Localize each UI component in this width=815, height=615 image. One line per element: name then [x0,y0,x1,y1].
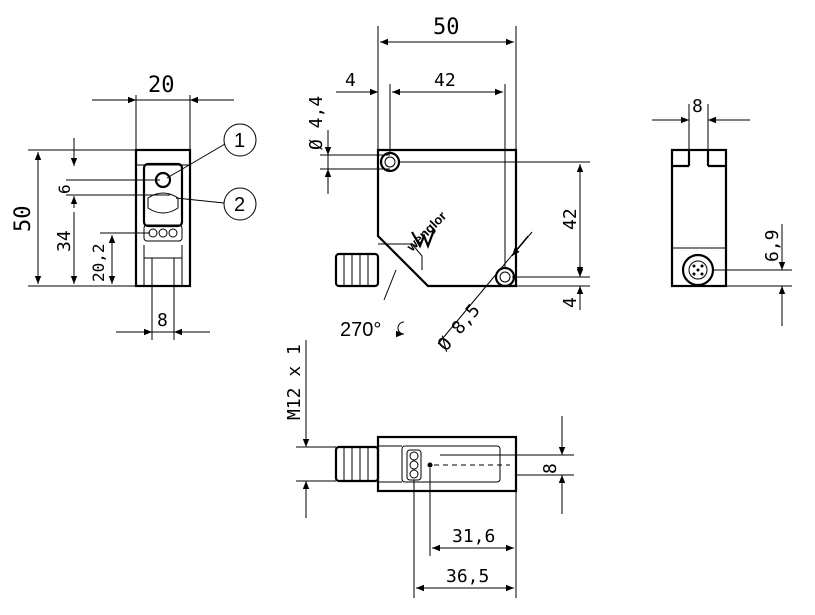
side-view: wenglor [334,148,518,288]
front-body [134,148,192,288]
dim-bottom-offset-2: 36,5 [446,566,489,587]
dim-front-led-offset: 34 [54,230,75,252]
brand-logo: wenglor [403,208,450,255]
rotation-label: 270° [340,319,381,341]
bottom-dim-right: 8 [440,416,574,514]
callout-2-label: 2 [234,194,245,216]
side-dim-hole-dia: Ø 4,4 [306,96,390,194]
dim-bottom-thread: M12 x 1 [284,344,305,420]
callout-2 [223,187,257,221]
mount-hole-top [379,151,401,173]
dim-back-height: 6,9 [762,229,783,262]
callouts: 1 2 [166,123,257,221]
dim-front-height: 50 [11,206,36,233]
bottom-dim-below: 31,6 36,5 [413,468,517,598]
dim-side-hole-offset: 4 [345,70,356,91]
connector [334,252,380,288]
side-dim-top: 50 4 42 [336,15,517,268]
front-view [134,148,192,288]
dim-bottom-height: 8 [540,463,561,474]
dim-bottom-offset-1: 31,6 [452,526,495,547]
front-dim-width: 20 [92,73,234,150]
rotation-note: 270° [340,269,405,341]
dim-front-bottom-offset: 20,2 [89,243,108,282]
back-view [670,148,728,288]
dim-back-width: 8 [692,96,703,117]
dim-side-width: 50 [433,15,460,40]
bottom-body [376,435,518,493]
dim-side-vertical-spacing: 42 [560,208,581,230]
dim-side-hole-diameter: Ø 4,4 [306,96,327,150]
bottom-dim-thread: M12 x 1 [284,340,336,518]
callout-1 [223,123,257,157]
back-body [670,148,728,288]
side-dim-right: 42 4 [398,161,590,310]
dim-front-bottom-width: 8 [157,310,168,331]
bottom-view [334,435,518,493]
back-dim-right: 6,9 [712,224,792,326]
callout-1-label: 1 [234,130,245,152]
dim-front-width: 20 [148,73,175,98]
side-body [376,148,518,288]
front-dim-height: 50 6 34 20,2 [11,138,170,287]
dim-side-mount-diameter: Ø 8,5 [434,300,485,355]
bottom-connector [334,445,380,483]
back-dim-top: 8 [652,96,750,150]
side-dim-mount-dia: Ø 8,5 [434,231,533,355]
dim-side-hole-spacing: 42 [434,70,456,91]
dim-front-top-offset: 6 [55,184,74,194]
front-dim-bottom: 8 [116,286,210,340]
dim-side-bottom-offset: 4 [560,297,581,308]
